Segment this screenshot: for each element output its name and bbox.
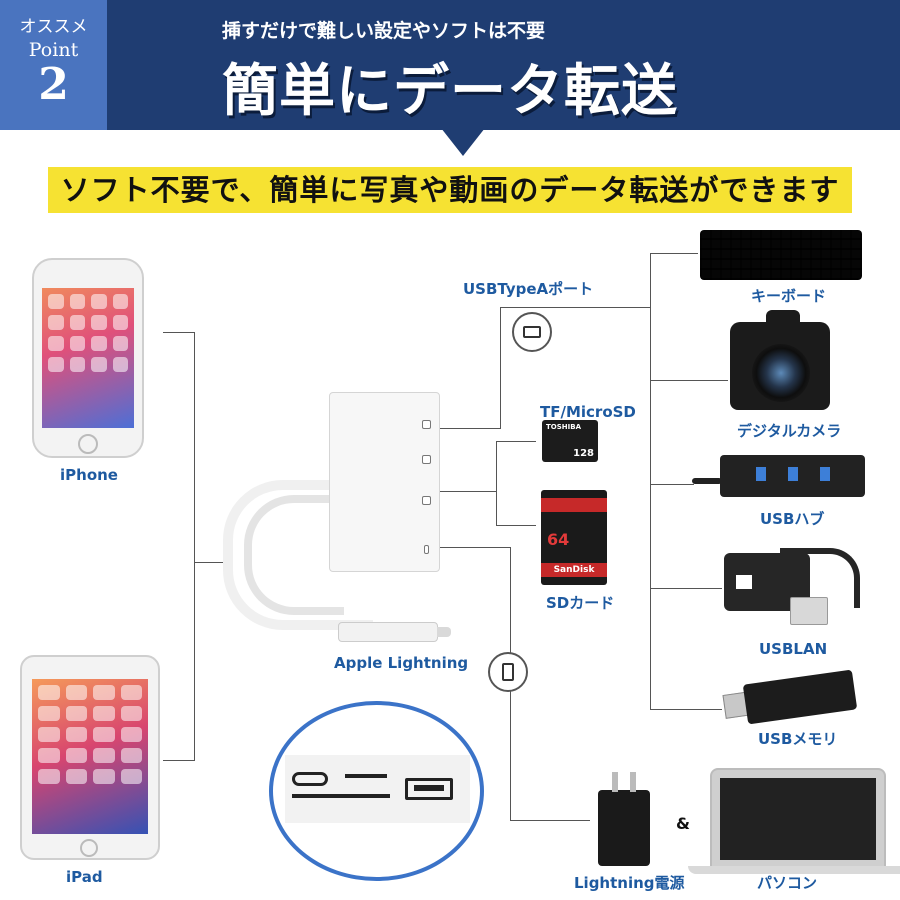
iphone-screen <box>42 288 134 428</box>
camera-image <box>730 310 830 410</box>
camera-lens-icon <box>752 344 810 402</box>
microsd-capacity: 128 <box>573 448 594 459</box>
connector-line <box>650 588 722 589</box>
home-button-icon <box>80 839 98 857</box>
connector-line <box>440 491 496 492</box>
lightning-power-label: Lightning電源 <box>574 874 685 892</box>
iphone-image <box>32 258 144 458</box>
usb-type-a-label: USBTypeAポート <box>463 280 594 298</box>
header-notch <box>441 128 485 156</box>
hub-cable <box>692 478 722 484</box>
connector-line <box>440 547 510 548</box>
header-subtitle: 挿すだけで難しい設定やソフトは不要 <box>222 20 546 42</box>
ampersand: & <box>676 814 690 833</box>
connector-line <box>496 441 536 442</box>
connector-line <box>650 380 728 381</box>
port-icon <box>422 496 431 505</box>
ipad-screen <box>32 679 148 834</box>
connector-line <box>163 760 195 761</box>
sd-card-label: SDカード <box>546 594 615 612</box>
header-title: 簡単にデータ転送 <box>222 59 678 124</box>
ipad-label: iPad <box>66 868 103 886</box>
sd-card-image: 64 SanDisk <box>541 490 607 585</box>
microsd-slot-icon <box>345 774 387 778</box>
home-button-icon <box>78 434 98 454</box>
sd-slot-icon <box>292 794 390 798</box>
connector-line <box>650 253 698 254</box>
lightning-port-icon <box>488 652 528 692</box>
microsd-brand: TOSHIBA <box>546 423 581 431</box>
connector-line <box>194 562 224 563</box>
port-icon <box>422 455 431 464</box>
usb-memory-image <box>742 669 858 725</box>
adapter-body <box>329 392 440 572</box>
usb-port-icon <box>512 312 552 352</box>
laptop-image <box>710 768 886 868</box>
pc-label: パソコン <box>757 874 818 892</box>
tf-microsd-label: TF/MicroSD <box>540 403 636 421</box>
usb-lan-label: USBLAN <box>759 640 828 658</box>
usb-memory-label: USBメモリ <box>758 730 838 748</box>
connector-line <box>496 525 536 526</box>
connector-line <box>163 332 195 333</box>
sd-brand: SanDisk <box>541 563 607 577</box>
badge-recommend: オススメ <box>19 17 88 37</box>
keyboard-image <box>700 230 862 280</box>
connector-line <box>650 709 722 710</box>
ipad-image <box>20 655 160 860</box>
adapter-cable <box>223 480 373 630</box>
banner-text: ソフト不要で、簡単に写真や動画のデータ転送ができます <box>60 173 840 207</box>
camera-label: デジタルカメラ <box>737 422 842 440</box>
usb-hub-label: USBハブ <box>760 510 825 528</box>
point-badge: オススメ Point 2 <box>0 0 107 130</box>
connector-line <box>496 441 497 526</box>
lan-cable <box>780 548 860 608</box>
usb-c-slot-icon <box>292 772 328 786</box>
connector-line <box>650 484 694 485</box>
lightning-label: Apple Lightning <box>334 654 469 672</box>
connector-line <box>440 428 500 429</box>
header-bar <box>0 0 900 130</box>
connector-line <box>510 820 590 821</box>
badge-number: 2 <box>38 59 69 110</box>
microsd-card-image: TOSHIBA 128 <box>542 420 598 462</box>
keyboard-label: キーボード <box>751 287 827 305</box>
ethernet-port-icon <box>736 575 752 589</box>
sd-capacity: 64 <box>547 530 570 549</box>
connector-line <box>650 253 651 710</box>
feature-banner: ソフト不要で、簡単に写真や動画のデータ転送ができます <box>48 167 852 213</box>
connector-line <box>500 307 650 308</box>
charger-image <box>598 772 650 866</box>
port-icon <box>422 420 431 429</box>
port-icon <box>424 545 429 554</box>
usb-hub-image <box>720 455 865 497</box>
usb-plug-icon <box>790 597 828 625</box>
connector-line <box>500 307 501 429</box>
badge-point: Point <box>28 39 79 61</box>
iphone-label: iPhone <box>60 466 118 484</box>
lightning-plug <box>338 622 451 642</box>
connector-line <box>194 332 195 761</box>
laptop-base <box>688 866 900 874</box>
adapter-cable-inner <box>244 495 344 615</box>
usb-a-slot-icon <box>405 778 453 800</box>
